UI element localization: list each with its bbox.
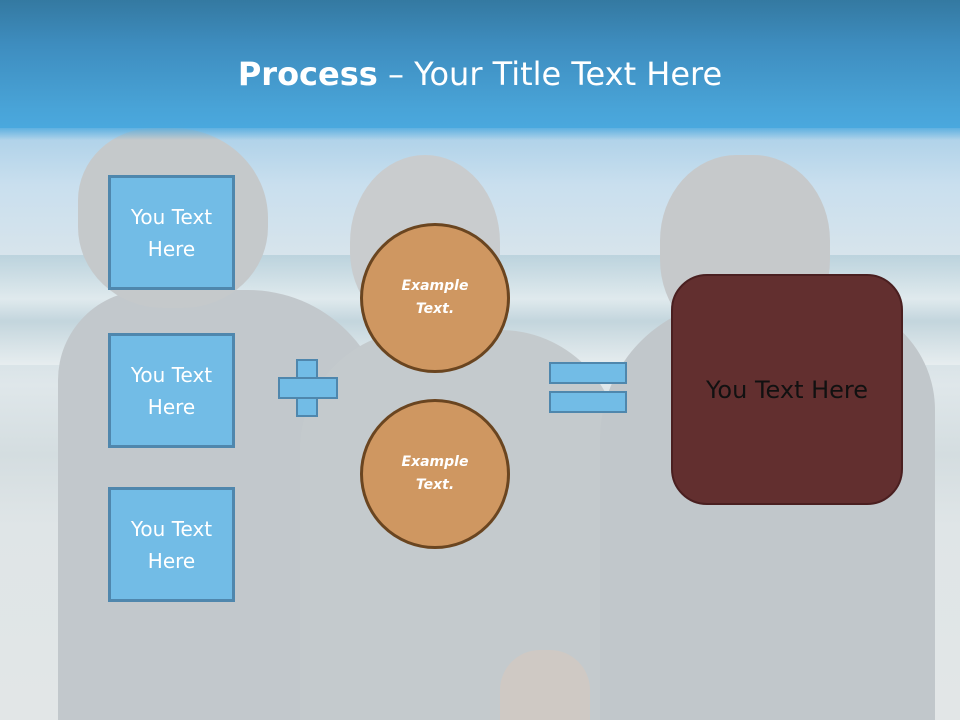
title-bar [0, 0, 960, 128]
example-circle-2-label: Example Text. [401, 454, 469, 493]
example-circle-1[interactable]: Example Text. [360, 223, 510, 373]
background-handshake [500, 650, 590, 720]
equals-icon-lower-bar [549, 391, 627, 413]
result-box[interactable]: You Text Here [671, 274, 903, 505]
slide-title[interactable]: Process – Your Title Text Here [0, 52, 960, 96]
title-rest: – Your Title Text Here [377, 55, 723, 93]
plus-icon-center [298, 379, 316, 397]
example-circle-1-label: Example Text. [401, 278, 469, 317]
example-circle-2[interactable]: Example Text. [360, 399, 510, 549]
input-box-3-label: You Text Here [130, 516, 213, 573]
result-box-label: You Text Here [705, 375, 869, 404]
input-box-1-label: You Text Here [130, 204, 213, 261]
input-box-1[interactable]: You Text Here [108, 175, 235, 290]
input-box-3[interactable]: You Text Here [108, 487, 235, 602]
input-box-2-label: You Text Here [130, 362, 213, 419]
input-box-2[interactable]: You Text Here [108, 333, 235, 448]
title-bar-fade [0, 126, 960, 140]
title-bold: Process [237, 55, 378, 93]
equals-icon[interactable] [549, 362, 627, 384]
